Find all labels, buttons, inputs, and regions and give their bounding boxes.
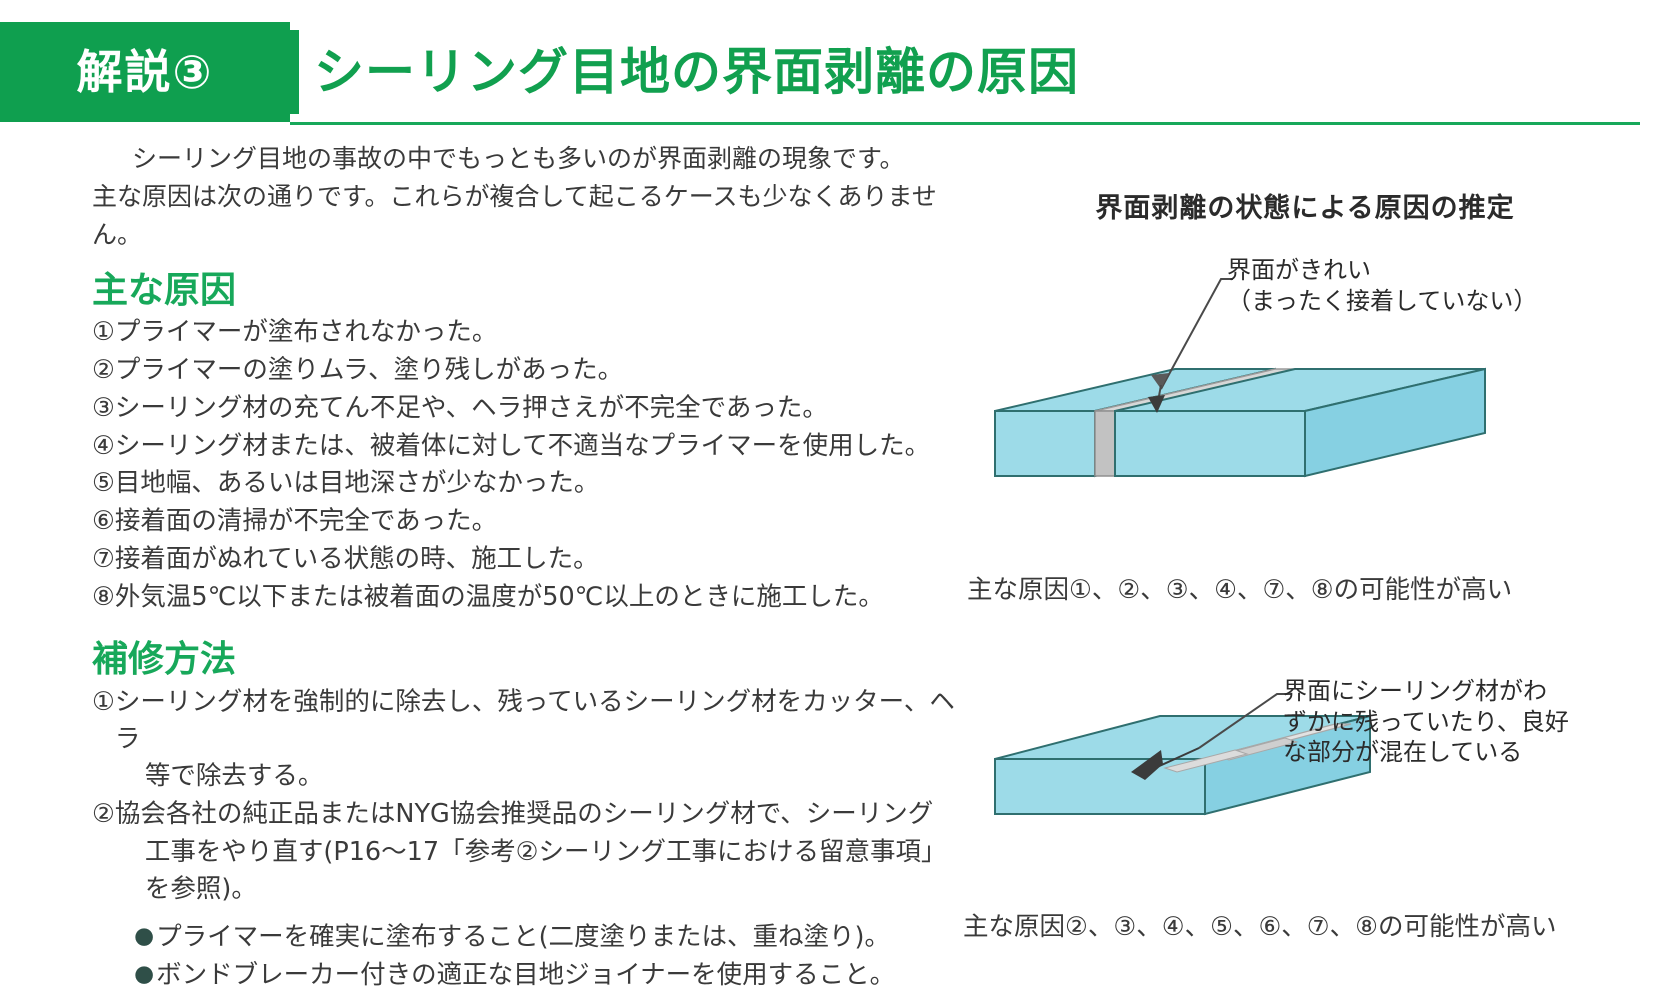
figures-heading: 界面剥離の状態による原因の推定 — [1095, 193, 1515, 224]
sealant-gap — [1094, 368, 1296, 477]
list-item: ① シーリング材を強制的に除去し、残っているシーリング材をカッター、ヘラ 等で除… — [92, 684, 972, 796]
list-text-block: シーリング材を強制的に除去し、残っているシーリング材をカッター、ヘラ 等で除去す… — [115, 684, 972, 796]
list-marker: ② — [92, 355, 115, 386]
list-marker: ④ — [92, 430, 115, 461]
list-item: ⑥ 接着面の清掃が不完全であった。 — [92, 503, 972, 540]
list-marker: ② — [92, 799, 115, 830]
list-text: シーリング材の充てん不足や、ヘラ押さえが不完全であった。 — [114, 392, 828, 423]
list-text-line: シーリング材を強制的に除去し、残っているシーリング材をカッター、ヘラ — [114, 686, 955, 754]
list-item: ● プライマーを確実に塗布すること(二度塗りまたは、重ね塗り)。 — [134, 918, 972, 956]
list-text: ボンドブレーカー付きの適正な目地ジョイナーを使用すること。 — [156, 960, 896, 991]
list-text: 接着面がぬれている状態の時、施工した。 — [114, 543, 599, 574]
list-marker: ① — [92, 686, 115, 717]
figure-caption-clean-interface: 主な原因①、②、③、④、⑦、⑧の可能性が高い — [967, 575, 1513, 605]
diagram-clean-interface-illustration — [994, 278, 1486, 478]
causes-list: ① プライマーが塗布されなかった。 ② プライマーの塗りムラ、塗り残しがあった。… — [92, 314, 972, 615]
header-divider — [290, 122, 1640, 125]
list-marker: ① — [92, 317, 115, 348]
callout-clean-interface: 界面がきれい （まったく接着していない） — [1227, 255, 1537, 316]
list-marker: ⑦ — [92, 543, 115, 574]
list-item: ② プライマーの塗りムラ、塗り残しがあった。 — [92, 352, 972, 389]
section-number-tab: 解説③ — [0, 22, 290, 122]
list-text: プライマーが塗布されなかった。 — [114, 317, 498, 348]
list-item: ⑦ 接着面がぬれている状態の時、施工した。 — [92, 541, 972, 578]
page-title-container: シーリング目地の界面剥離の原因 — [290, 22, 1656, 122]
repair-bullet-list: ● プライマーを確実に塗布すること(二度塗りまたは、重ね塗り)。 ● ボンドブレ… — [92, 918, 972, 995]
list-text: シーリング材または、被着体に対して不適当なプライマーを使用した。 — [114, 430, 931, 461]
bullet-dot-icon: ● — [134, 961, 155, 988]
figure-caption-partial-residue: 主な原因②、③、④、⑤、⑥、⑦、⑧の可能性が高い — [963, 912, 1557, 942]
list-marker: ⑧ — [92, 581, 115, 612]
list-text-line: を参照)。 — [144, 873, 257, 904]
list-item: ⑤ 目地幅、あるいは目地深さが少なかった。 — [92, 465, 972, 502]
intro-paragraph: シーリング目地の事故の中でもっとも多いのが界面剥離の現象です。 主な原因は次の通… — [92, 140, 972, 254]
intro-line-2: 主な原因は次の通りです。これらが複合して起こるケースも少なくありません。 — [92, 182, 937, 249]
figure-clean-interface: 界面がきれい （まったく接着していない） — [985, 256, 1625, 561]
title-accent-bar — [290, 30, 299, 114]
callout-line: な部分が混在している — [1283, 738, 1523, 767]
callout-leader-line — [1131, 693, 1291, 780]
slab-right — [1114, 367, 1486, 478]
list-text: 目地幅、あるいは目地深さが少なかった。 — [114, 468, 600, 499]
list-item: ④ シーリング材または、被着体に対して不適当なプライマーを使用した。 — [92, 428, 972, 465]
list-item: ● ボンドブレーカー付きの適正な目地ジョイナーを使用すること。 — [134, 956, 972, 994]
list-text-block: 協会各社の純正品またはNYG協会推奨品のシーリング材で、シーリング 工事をやり直… — [115, 796, 972, 908]
callout-leader-line — [1148, 278, 1233, 413]
list-marker: ③ — [92, 392, 115, 423]
list-text: 接着面の清掃が不完全であった。 — [114, 506, 498, 537]
bullet-dot-icon: ● — [134, 923, 155, 949]
list-text-line: 等で除去する。 — [144, 761, 324, 792]
list-text-line: 工事をやり直す(P16〜17「参考②シーリング工事における留意事項」 — [144, 836, 947, 867]
callout-line: （まったく接着していない） — [1227, 286, 1538, 315]
list-text: プライマーを確実に塗布すること(二度塗りまたは、重ね塗り)。 — [156, 922, 890, 952]
callout-line: 界面にシーリング材がわ — [1283, 677, 1547, 705]
page-title: シーリング目地の界面剥離の原因 — [314, 43, 1079, 101]
callout-partial-residue: 界面にシーリング材がわ ずかに残っていたり、良好 な部分が混在している — [1283, 676, 1569, 768]
list-text: プライマーの塗りムラ、塗り残しがあった。 — [114, 355, 624, 386]
callout-line: ずかに残っていたり、良好 — [1283, 707, 1569, 736]
causes-heading: 主な原因 — [92, 270, 237, 311]
list-marker: ⑤ — [92, 468, 115, 499]
section-number-label: 解説③ — [76, 45, 214, 99]
left-content-column: シーリング目地の事故の中でもっとも多いのが界面剥離の現象です。 主な原因は次の通… — [92, 140, 972, 995]
list-item: ③ シーリング材の充てん不足や、ヘラ押さえが不完全であった。 — [92, 390, 972, 427]
diagram-partial-residue-illustration — [994, 693, 1371, 816]
list-item: ② 協会各社の純正品またはNYG協会推奨品のシーリング材で、シーリング 工事をや… — [92, 796, 972, 908]
right-figure-column: 界面剥離の状態による原因の推定 — [963, 186, 1625, 943]
figure-partial-residue: 界面にシーリング材がわ ずかに残っていたり、良好 な部分が混在している — [985, 664, 1625, 864]
callout-line: 界面がきれい — [1227, 256, 1371, 284]
page-header: 解説③ シーリング目地の界面剥離の原因 — [0, 22, 1656, 122]
list-marker: ⑥ — [92, 506, 115, 537]
repair-list: ① シーリング材を強制的に除去し、残っているシーリング材をカッター、ヘラ 等で除… — [92, 684, 972, 908]
repair-heading: 補修方法 — [92, 639, 237, 681]
sealant-residue — [1163, 723, 1352, 773]
list-item: ⑧ 外気温5℃以下または被着面の温度が50℃以上のときに施工した。 — [92, 579, 972, 616]
list-item: ① プライマーが塗布されなかった。 — [92, 314, 972, 351]
intro-line-1: シーリング目地の事故の中でもっとも多いのが界面剥離の現象です。 — [132, 144, 905, 173]
list-text-line: 協会各社の純正品またはNYG協会推奨品のシーリング材で、シーリング — [114, 799, 934, 830]
list-text: 外気温5℃以下または被着面の温度が50℃以上のときに施工した。 — [114, 581, 884, 612]
